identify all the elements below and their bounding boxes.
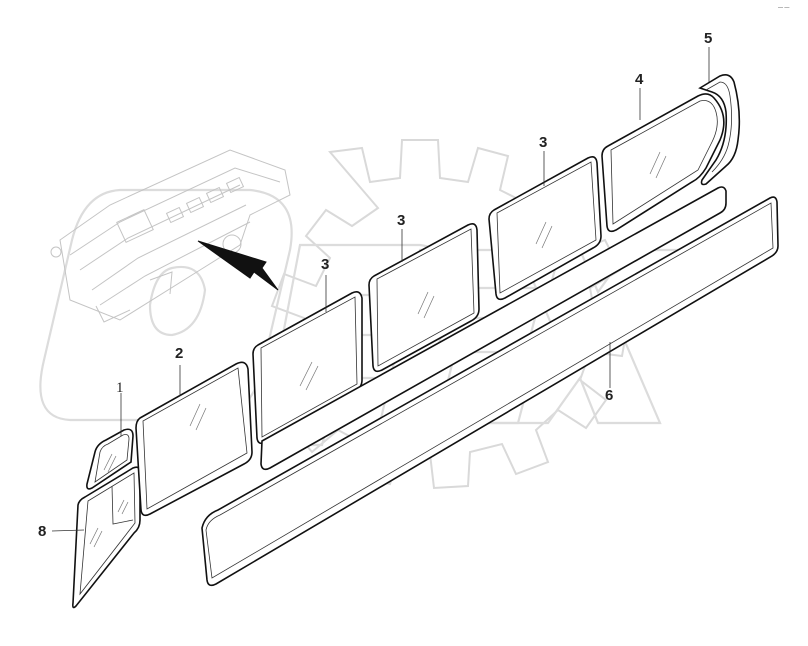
glass-part-2 — [135, 361, 253, 517]
glass-part-5 — [698, 74, 741, 186]
glass-part-3-b — [368, 223, 480, 373]
callout-1: 1 — [116, 380, 124, 396]
callout-5: 5 — [704, 30, 712, 47]
glass-part-4 — [601, 93, 725, 233]
callout-4: 4 — [635, 71, 644, 88]
callout-3-a: 3 — [321, 256, 329, 273]
corner-mark: — — — [778, 5, 789, 11]
callout-2: 2 — [175, 345, 183, 362]
callout-8: 8 — [38, 523, 46, 540]
callout-3-c: 3 — [539, 134, 547, 151]
glass-part-6 — [201, 196, 779, 587]
glass-part-3-c — [488, 156, 602, 301]
leader-lines — [51, 47, 710, 532]
glass-part-1 — [86, 428, 134, 490]
callout-6: 6 — [605, 387, 613, 404]
direction-arrow — [197, 240, 279, 291]
callout-3-b: 3 — [397, 212, 405, 229]
glass-part-6-upper — [260, 186, 727, 471]
glass-part-8 — [72, 466, 141, 609]
cab-sketch — [50, 149, 291, 323]
